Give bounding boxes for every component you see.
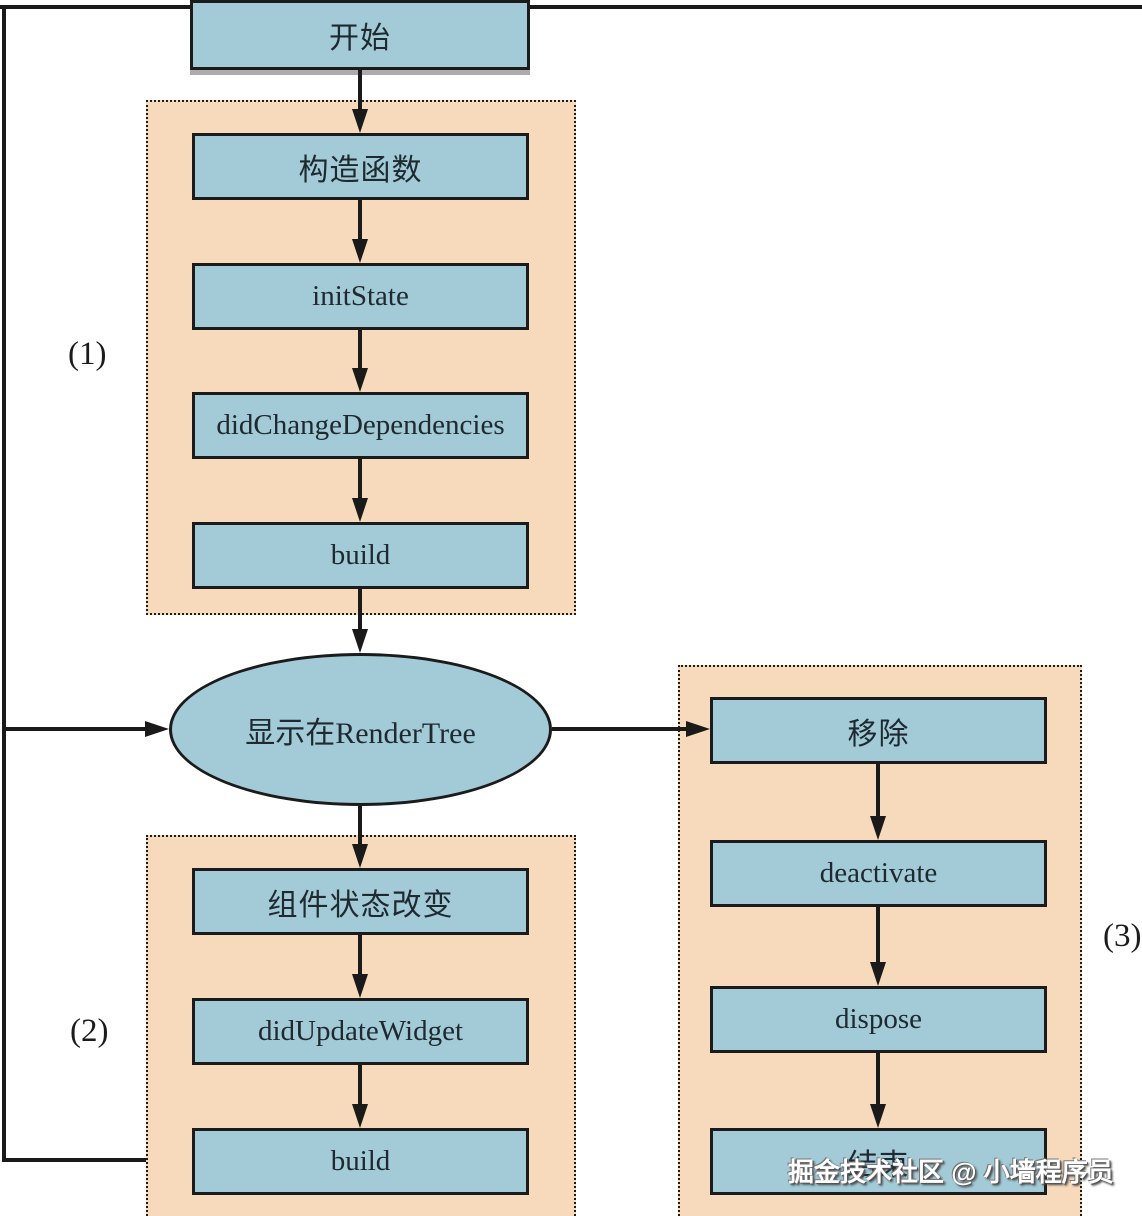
feedback-line-bottom: [2, 1158, 192, 1162]
did-update-widget-node: didUpdateWidget: [192, 998, 529, 1065]
build-node-2: build: [192, 1128, 529, 1195]
dispose-node: dispose: [710, 986, 1047, 1053]
arrow-remove-to-deactivate: [876, 764, 880, 818]
arrowhead-icon: [352, 368, 368, 392]
arrowhead-icon: [352, 629, 368, 653]
arrowhead-icon: [352, 1104, 368, 1128]
feedback-arrowhead-icon: [145, 721, 169, 737]
group-1-label: (1): [68, 336, 107, 372]
arrow-statechanged-to-didupdate: [358, 935, 362, 976]
end-node: 结束: [710, 1128, 1047, 1195]
arrow-didchange-to-build: [358, 459, 362, 500]
group-3-label: (3): [1103, 918, 1142, 954]
render-tree-ellipse: 显示在RenderTree: [169, 653, 552, 806]
arrowhead-icon: [352, 498, 368, 522]
did-change-dependencies-node: didChangeDependencies: [192, 392, 529, 459]
arrow-constructor-to-initstate: [358, 200, 362, 241]
deactivate-node: deactivate: [710, 840, 1047, 907]
arrowhead-icon: [352, 974, 368, 998]
arrowhead-icon: [352, 109, 368, 133]
arrow-build-to-rendertree: [358, 589, 362, 631]
arrow-dispose-to-end: [876, 1053, 880, 1106]
group-2-label: (2): [70, 1013, 109, 1049]
feedback-line-vertical: [2, 5, 6, 1162]
constructor-node: 构造函数: [192, 133, 529, 200]
arrowhead-icon: [870, 1104, 886, 1128]
state-changed-node: 组件状态改变: [192, 868, 529, 935]
arrow-start-to-constructor: [358, 70, 362, 111]
feedback-line-to-rendertree: [2, 727, 147, 731]
watermark: 掘金技术社区 @ 小墙程序员: [788, 1157, 1114, 1187]
frame-top-line: [0, 5, 1142, 9]
arrow-rendertree-to-remove: [552, 727, 688, 731]
arrow-initstate-to-didchange: [358, 330, 362, 370]
arrowhead-icon: [686, 721, 710, 737]
arrowhead-icon: [352, 239, 368, 263]
arrowhead-icon: [870, 962, 886, 986]
arrowhead-icon: [352, 844, 368, 868]
arrow-rendertree-to-statechanged: [358, 806, 362, 846]
start-node: 开始: [190, 0, 530, 70]
init-state-node: initState: [192, 263, 529, 330]
build-node-1: build: [192, 522, 529, 589]
arrow-deactivate-to-dispose: [876, 907, 880, 964]
arrow-didupdate-to-build2: [358, 1065, 362, 1106]
arrowhead-icon: [870, 816, 886, 840]
remove-node: 移除: [710, 697, 1047, 764]
